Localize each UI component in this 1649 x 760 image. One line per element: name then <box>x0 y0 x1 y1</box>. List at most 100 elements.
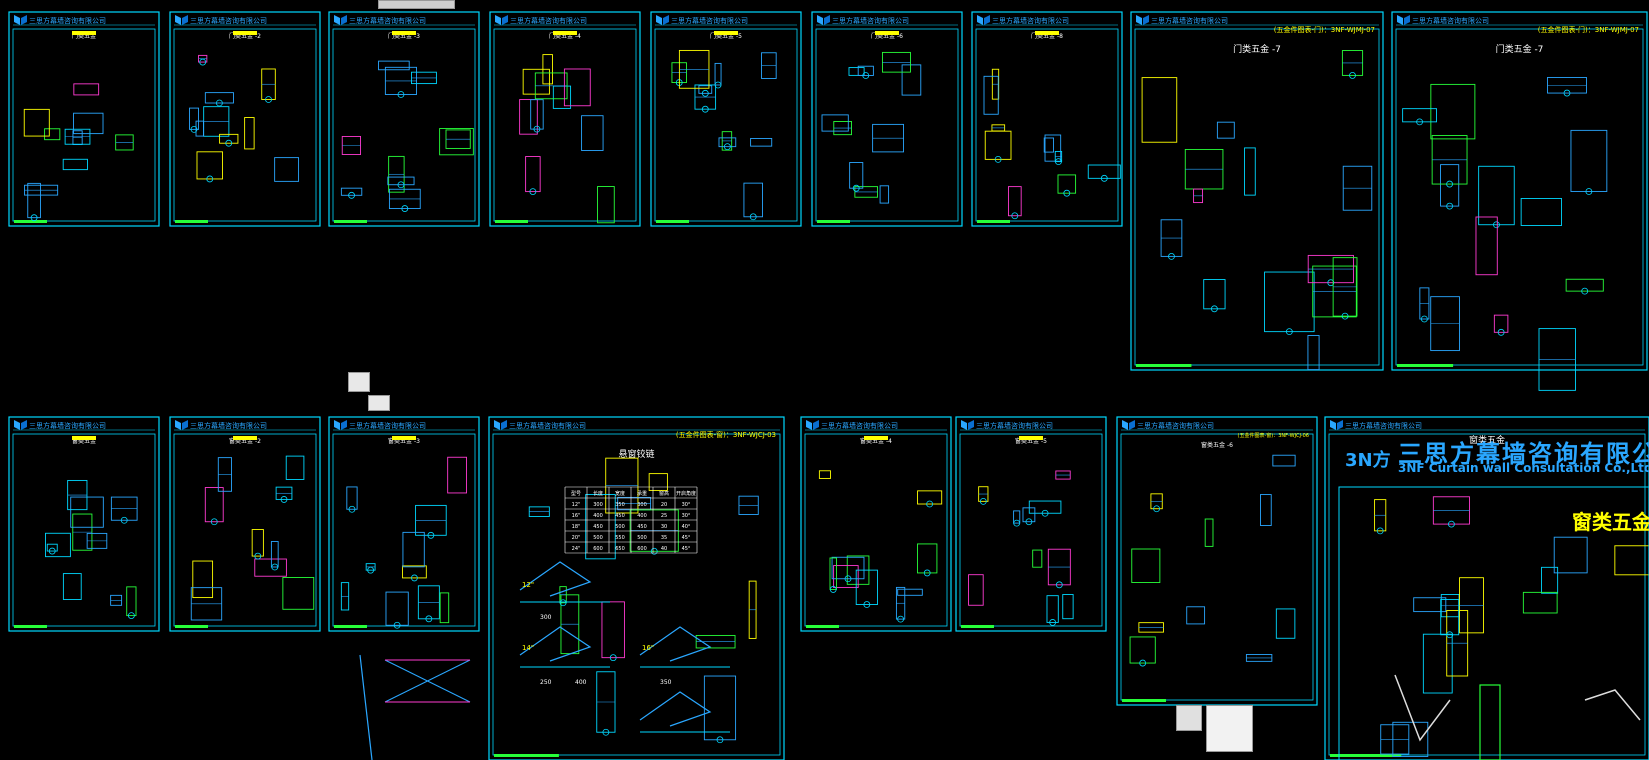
hardware-part <box>1131 548 1161 583</box>
sheet-company: 三思方幕墙咨询有限公司 <box>976 421 1053 430</box>
hardware-part <box>1028 500 1062 514</box>
sheet-title: 窗类五金 <box>1469 434 1505 446</box>
part-circle <box>829 586 837 593</box>
table-header-cell: 承重 <box>637 490 647 497</box>
hardware-part <box>703 675 737 741</box>
hardware-part <box>387 176 415 186</box>
table-cell: 45° <box>682 546 691 552</box>
hardware-part <box>833 565 859 589</box>
thumbnail-photo[interactable] <box>348 372 370 392</box>
sheet-reference: (五金件图表-窗)：3NF-WJCJ-03 <box>676 430 776 439</box>
hardware-part <box>1272 454 1296 467</box>
part-circle <box>1327 279 1335 287</box>
sheet-company: 三思方幕墙咨询有限公司 <box>1345 421 1422 430</box>
hardware-part <box>1046 595 1059 623</box>
hardware-part <box>849 162 864 189</box>
hardware-part <box>1141 77 1178 143</box>
sheet-company: 三思方幕墙咨询有限公司 <box>1151 16 1228 25</box>
part-circle <box>1139 659 1147 667</box>
hardware-part <box>204 487 224 523</box>
part-circle <box>1100 174 1108 182</box>
dimension-label: 16" <box>642 644 654 652</box>
hardware-part <box>1475 216 1498 276</box>
part-circle <box>714 81 722 89</box>
part-circle <box>1585 188 1593 195</box>
dimension-value: 400 <box>575 679 587 686</box>
window-stay <box>1584 689 1641 721</box>
part-circle <box>127 612 135 619</box>
hardware-part <box>73 83 100 96</box>
logo-icon <box>1330 420 1343 430</box>
part-circle <box>863 601 871 608</box>
sheet-title: 门类五金 -4 <box>549 32 581 40</box>
hardware-part <box>1402 108 1437 123</box>
hinge-stay <box>639 626 712 662</box>
hardware-part <box>718 137 737 148</box>
part-circle <box>716 736 724 744</box>
thumbnail-photo[interactable] <box>368 395 390 411</box>
table-cell: 30° <box>682 513 691 519</box>
part-circle <box>723 143 731 151</box>
table-cell: 550 <box>615 535 625 541</box>
table-cell: 400 <box>637 513 647 519</box>
hardware-part <box>1044 134 1062 162</box>
table-cell: 35 <box>661 535 667 541</box>
table-cell: 18" <box>572 524 581 530</box>
part-circle <box>1013 519 1021 527</box>
hardware-part <box>346 486 358 510</box>
part-circle <box>1446 180 1453 188</box>
hardware-part <box>1129 636 1156 664</box>
sheet-title: 窗类五金 -5 <box>1015 437 1047 445</box>
hardware-part <box>1275 608 1296 639</box>
hardware-part <box>1032 549 1043 568</box>
thumbnail-photo[interactable] <box>1206 705 1253 752</box>
hardware-part <box>821 114 849 132</box>
sheet-company: 三思方幕墙咨询有限公司 <box>832 16 909 25</box>
hardware-part <box>1260 494 1272 526</box>
hardware-part <box>126 586 137 617</box>
sheet-title: 窗类五金 -3 <box>388 437 420 445</box>
part-circle <box>852 184 860 192</box>
sheet-title: 窗类五金 -2 <box>229 437 261 445</box>
sheet-title: 门类五金 -2 <box>229 32 261 40</box>
part-circle <box>1448 520 1455 528</box>
part-circle <box>1341 312 1349 320</box>
part-circle <box>1055 581 1063 589</box>
thumbnail-photo[interactable] <box>378 0 455 9</box>
hardware-part <box>855 569 878 605</box>
hardware-part <box>552 85 572 109</box>
part-circle <box>210 518 218 526</box>
thumbnail-photo[interactable] <box>1176 705 1202 731</box>
table-cell: 450 <box>593 524 603 530</box>
table-header-cell: 开启角度 <box>676 490 696 497</box>
hinge-stay <box>639 691 712 727</box>
sheet-title: 窗类五金 -6 <box>1201 441 1233 449</box>
sheet-company: 三思方幕墙咨询有限公司 <box>349 421 426 430</box>
part-circle <box>1055 158 1062 166</box>
part-circle <box>206 175 214 183</box>
part-circle <box>1285 328 1293 336</box>
part-circle <box>425 615 433 623</box>
hardware-part <box>1392 721 1429 757</box>
hardware-part <box>1216 121 1235 139</box>
logo-icon <box>656 15 669 25</box>
part-circle <box>225 139 233 147</box>
